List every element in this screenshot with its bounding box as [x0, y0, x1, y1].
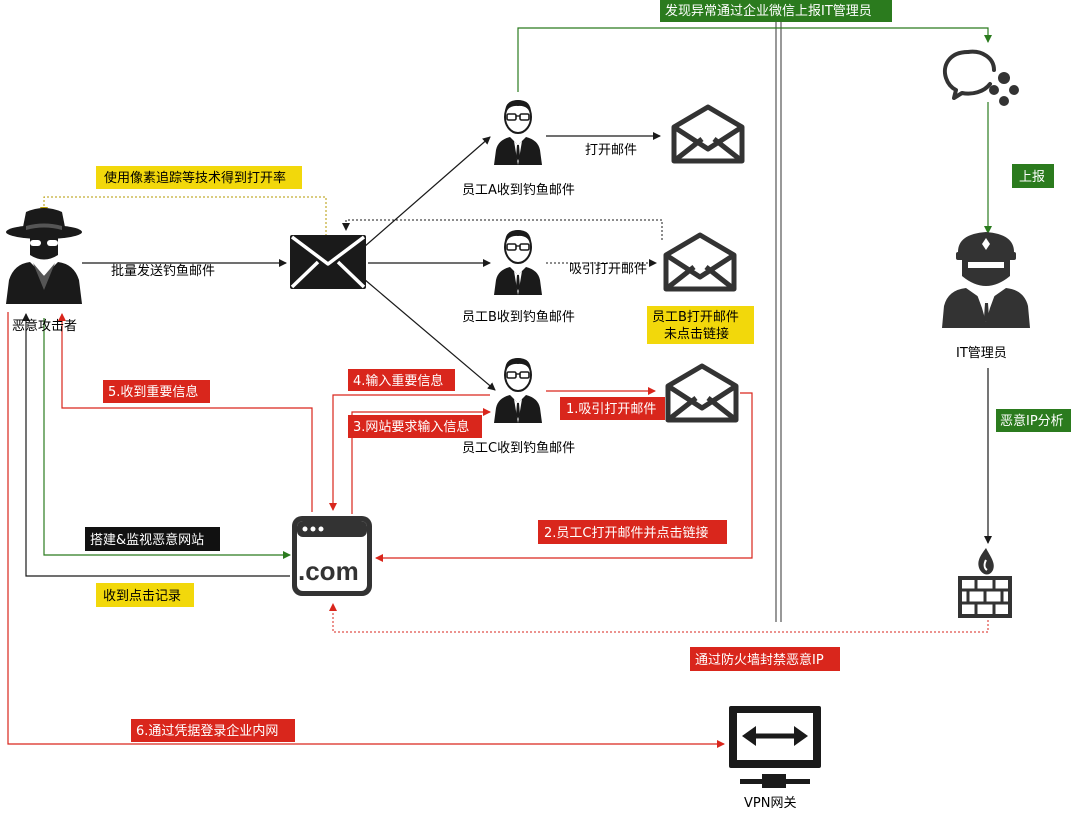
mail-open-icon	[666, 235, 734, 289]
arrow-to-employee-c	[363, 278, 496, 391]
employee-b-label: 员工B收到钓鱼邮件	[462, 309, 575, 325]
arrow-to-employee-a	[363, 136, 491, 248]
badge-step1	[560, 397, 665, 420]
badge-b-open-line2: 未点击链接	[664, 326, 729, 342]
badge-step6	[131, 719, 295, 742]
arrow-report-wechat	[517, 27, 992, 92]
employee-c-label: 员工C收到钓鱼邮件	[462, 440, 575, 456]
badge-ip-analysis	[996, 409, 1071, 432]
website-label: .com	[298, 556, 359, 586]
it-admin-label: IT管理员	[956, 346, 1007, 361]
arrow-click-record	[22, 313, 290, 577]
badge-step6-text: 6.通过凭据登录企业内网	[136, 723, 278, 739]
wechat-work-icon	[943, 49, 1019, 106]
badge-step5	[103, 380, 210, 403]
firewall-icon	[958, 548, 1012, 618]
mail-open-icon	[668, 366, 736, 420]
arrow-build-site	[43, 318, 291, 559]
arrow-step4	[329, 394, 490, 511]
arrow-pixel-tracking	[40, 196, 327, 236]
it-admin-icon	[942, 232, 1030, 328]
badge-pixel-track	[96, 166, 302, 189]
arrow-step5	[58, 313, 313, 512]
badge-report-top-text: 发现异常通过企业微信上报IT管理员	[665, 3, 872, 19]
badge-build-site	[85, 527, 220, 551]
website-icon	[292, 516, 372, 596]
mail-open-icon	[674, 107, 742, 161]
badge-report-top	[660, 0, 892, 22]
vpn-gateway-icon	[729, 706, 821, 788]
label-lure-open: 吸引打开邮件	[569, 262, 647, 277]
badge-firewall-block	[690, 647, 840, 671]
badge-firewall-block-text: 通过防火墙封禁恶意IP	[695, 652, 824, 668]
badge-step5-text: 5.收到重要信息	[108, 384, 198, 400]
employee-a-icon	[494, 100, 542, 165]
arrow-open-tracking	[342, 219, 663, 240]
employee-b-icon	[494, 230, 542, 295]
badge-pixel-track-text: 使用像素追踪等技术得到打开率	[104, 170, 286, 186]
phishing-mail-icon	[290, 235, 366, 289]
employee-c-icon	[494, 358, 542, 423]
badge-step4-text: 4.输入重要信息	[353, 373, 443, 389]
attacker-icon	[6, 208, 82, 304]
employee-a-label: 员工A收到钓鱼邮件	[462, 182, 575, 198]
arrow-step2	[375, 392, 753, 562]
arrow-step3	[351, 408, 491, 514]
arrow-step6	[7, 312, 725, 748]
badge-step2-text: 2.员工C打开邮件并点击链接	[544, 525, 708, 541]
badge-report	[1012, 164, 1054, 188]
badge-step1-text: 1.吸引打开邮件	[566, 402, 656, 417]
badge-ip-analysis-text: 恶意IP分析	[1000, 413, 1064, 429]
label-batch-send: 批量发送钓鱼邮件	[111, 263, 215, 279]
badge-b-open	[647, 306, 754, 344]
arrow-firewall-block	[329, 603, 989, 633]
label-open-mail: 打开邮件	[585, 143, 637, 158]
attacker-label: 恶意攻击者	[12, 318, 77, 334]
badge-step2	[538, 520, 727, 544]
badge-step4	[348, 369, 455, 391]
badge-step3	[348, 415, 482, 438]
badge-build-site-text: 搭建&监视恶意网站	[90, 532, 204, 548]
badge-b-open-line1: 员工B打开邮件	[652, 310, 739, 325]
badge-step3-text: 3.网站要求输入信息	[353, 419, 469, 435]
badge-click-record-text: 收到点击记录	[103, 589, 181, 604]
vpn-label: VPN网关	[744, 796, 796, 811]
badge-report-text: 上报	[1019, 170, 1045, 185]
badge-click-record	[96, 583, 194, 607]
